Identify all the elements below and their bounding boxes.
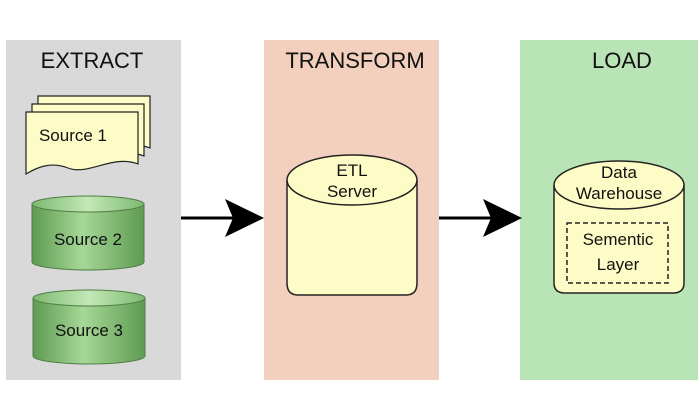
load-title: LOAD bbox=[592, 48, 652, 73]
source-3-label: Source 3 bbox=[55, 321, 123, 340]
source-2-label: Source 2 bbox=[54, 230, 122, 249]
transform-title: TRANSFORM bbox=[285, 48, 424, 73]
source-1-document-front bbox=[25, 111, 139, 176]
source-3-database bbox=[32, 289, 146, 365]
etl-server-database bbox=[286, 154, 418, 296]
source-2-database bbox=[31, 195, 145, 271]
source-1-document-stack bbox=[25, 95, 151, 176]
data-warehouse-label-line2: Warehouse bbox=[576, 184, 662, 203]
semantic-layer-label-line2: Layer bbox=[597, 255, 640, 274]
semantic-layer-box bbox=[566, 222, 669, 284]
semantic-layer-label-line1: Sementic bbox=[583, 230, 654, 249]
extract-title: EXTRACT bbox=[41, 48, 144, 73]
etl-server-label-line1: ETL bbox=[336, 161, 367, 180]
data-warehouse-label-line1: Data bbox=[601, 163, 637, 182]
source-1-label: Source 1 bbox=[39, 126, 107, 145]
etl-server-label-line2: Server bbox=[327, 182, 377, 201]
arrow-transform-to-load-icon bbox=[439, 199, 522, 237]
arrow-extract-to-transform-icon bbox=[181, 199, 264, 237]
